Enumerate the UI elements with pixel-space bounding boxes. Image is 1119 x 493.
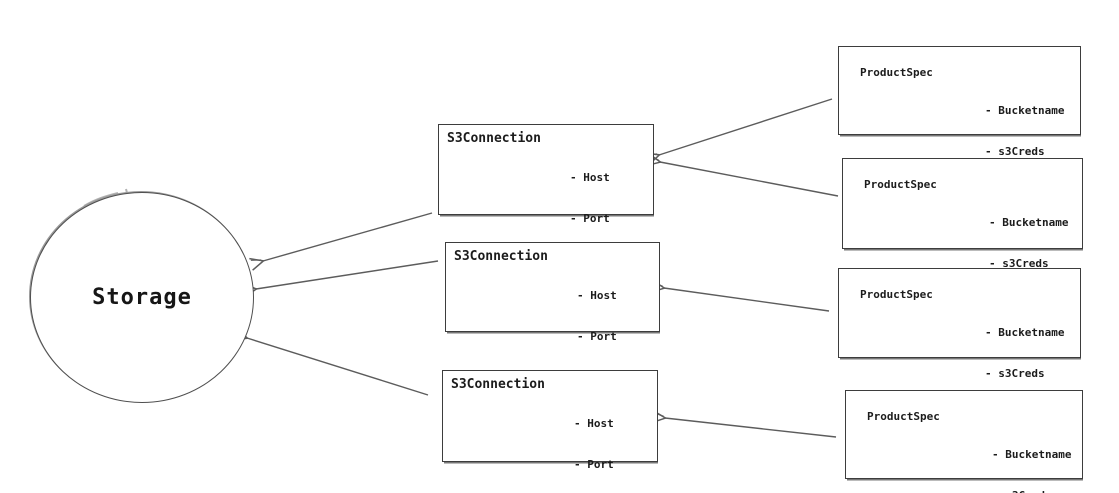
node-title: ProductSpec [867,410,940,423]
attribute: - Bucketname [985,326,1065,339]
node-attributes: - Bucketname - s3Creds [992,421,1071,493]
s3-connection-node-1: S3Connection - Host - Port - TLS [438,124,654,265]
attribute: - s3Creds [985,144,1045,158]
product-spec-node-3: ProductSpec - Bucketname - s3Creds [838,268,1081,380]
node-title: ProductSpec [860,66,933,79]
arrow-productspec3-to-s3connection2 [650,279,830,312]
storage-label: Storage [92,285,192,310]
attribute: - Port [574,457,614,471]
arrow-s3connection1-to-storage [249,212,433,271]
attribute: - Host [577,289,617,302]
attribute: - Port [570,211,610,225]
attribute: - Host [570,171,610,184]
attribute: - Bucketname [992,448,1072,461]
arrow-s3connection2-to-storage [242,260,439,298]
node-attributes: - Bucketname - s3Creds [985,77,1064,185]
node-title: ProductSpec [864,178,937,191]
arrow-productspec1-to-s3connection1 [645,98,833,166]
node-title: ProductSpec [860,288,933,301]
node-title: S3Connection [454,249,548,264]
node-attributes: - Host - Port - TLS [574,390,614,493]
attribute: - Host [574,417,614,430]
attribute: - Bucketname [985,104,1065,117]
arrow-s3connection3-to-storage [233,327,429,396]
attribute: - s3Creds [992,489,1071,493]
node-title: S3Connection [447,131,541,146]
product-spec-node-2: ProductSpec - Bucketname - s3Creds [842,158,1083,270]
attribute: - Port [577,329,617,343]
storage-node: Storage [30,192,254,403]
arrow-productspec2-to-s3connection1 [646,153,839,197]
node-title: S3Connection [451,377,545,392]
product-spec-node-4: ProductSpec - Bucketname - s3Creds [845,390,1083,493]
product-spec-node-1: ProductSpec - Bucketname - s3Creds [838,46,1081,158]
attribute: - s3Creds [989,256,1049,270]
node-attributes: - Bucketname - s3Creds [985,299,1064,407]
s3-connection-node-2: S3Connection - Host - Port - TLS [445,242,660,383]
arrow-productspec4-to-s3connection3 [651,410,837,438]
node-attributes: - Bucketname - s3Creds [989,189,1068,297]
attribute: - s3Creds [985,366,1045,380]
attribute: - Bucketname [989,216,1069,229]
s3-connection-node-3: S3Connection - Host - Port - TLS [442,370,658,471]
